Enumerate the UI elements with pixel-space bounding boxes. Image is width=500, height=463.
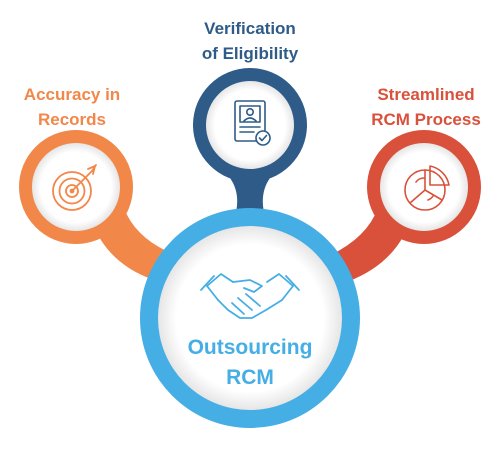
node-streamlined-line2: RCM Process bbox=[371, 110, 481, 129]
handshake-icon bbox=[200, 273, 300, 319]
node-eligibility-line2: of Eligibility bbox=[201, 44, 299, 63]
node-eligibility bbox=[193, 68, 307, 182]
node-eligibility-line1: Verification bbox=[204, 19, 296, 38]
node-accuracy-line1: Accuracy in bbox=[23, 85, 121, 104]
center-label-line2: RCM bbox=[226, 366, 274, 389]
node-accuracy-label: Accuracy in Records bbox=[0, 82, 144, 132]
node-eligibility-label: Verification of Eligibility bbox=[150, 16, 350, 66]
center-node bbox=[140, 208, 360, 428]
node-streamlined-label: Streamlined RCM Process bbox=[352, 82, 500, 132]
document-check-icon bbox=[234, 100, 271, 146]
node-accuracy-line2: Records bbox=[37, 110, 107, 129]
node-streamlined bbox=[367, 130, 481, 244]
node-accuracy bbox=[19, 130, 133, 244]
node-streamlined-line1: Streamlined bbox=[377, 85, 475, 104]
center-label-line1: Outsourcing bbox=[187, 336, 313, 359]
center-label: Outsourcing RCM bbox=[160, 333, 340, 393]
pie-chart-icon bbox=[404, 165, 450, 211]
target-arrow-icon bbox=[52, 164, 97, 211]
